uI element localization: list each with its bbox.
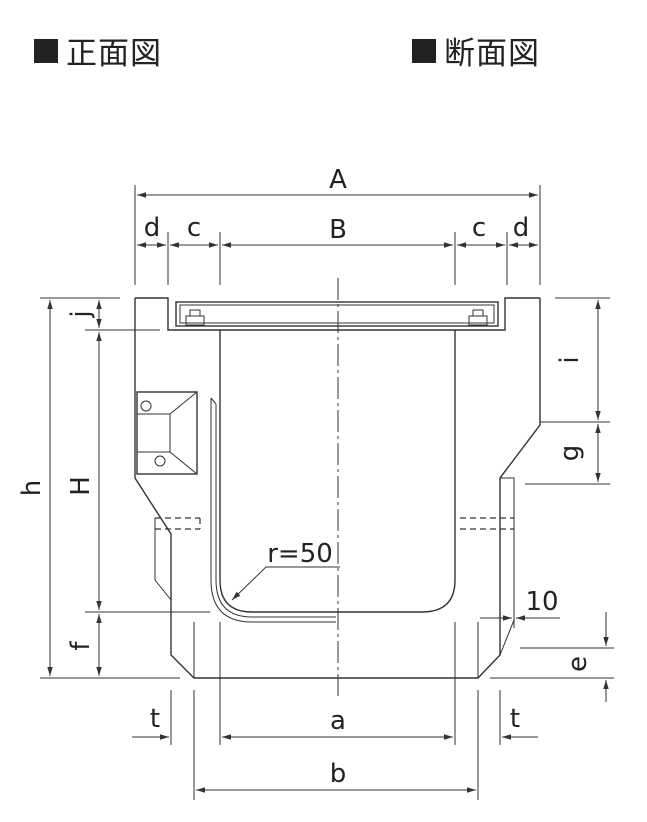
dim-bottom: t a t b [132,690,538,800]
dim-right-vertical: i g e 10 [480,297,614,702]
svg-text:d: d [144,213,161,243]
svg-text:t: t [510,704,520,734]
section-view-title: 断面図 [412,28,540,73]
svg-text:f: f [66,641,96,651]
svg-text:t: t [150,704,160,734]
dim-A: A [134,165,541,285]
front-view-title: 正面図 [34,28,162,73]
square-bullet-icon [412,38,436,63]
svg-text:H: H [66,476,96,496]
section-view-label: 断面図 [444,36,540,72]
svg-text:B: B [329,215,347,245]
svg-text:c: c [187,213,201,243]
svg-text:10: 10 [525,587,558,617]
grating-lid [175,301,499,327]
dim-left-vertical: h j H f [17,297,210,679]
front-view-label: 正面図 [66,36,162,72]
gutter-body-outline [134,297,541,690]
svg-text:j: j [66,310,96,318]
svg-text:A: A [329,165,347,195]
joint-bracket [136,391,198,475]
dim-radius: r=50 [231,539,340,601]
svg-text:b: b [330,759,347,789]
svg-text:c: c [472,213,486,243]
dim-B-c-d: d c B c d [137,213,538,285]
svg-text:h: h [17,480,47,496]
square-bullet-icon [34,38,58,63]
svg-text:d: d [513,213,530,243]
knockout-holes [155,517,514,530]
svg-text:i: i [555,356,585,363]
svg-text:a: a [330,706,346,736]
svg-text:g: g [555,445,585,462]
svg-text:e: e [563,656,593,672]
svg-text:r=50: r=50 [267,539,333,569]
